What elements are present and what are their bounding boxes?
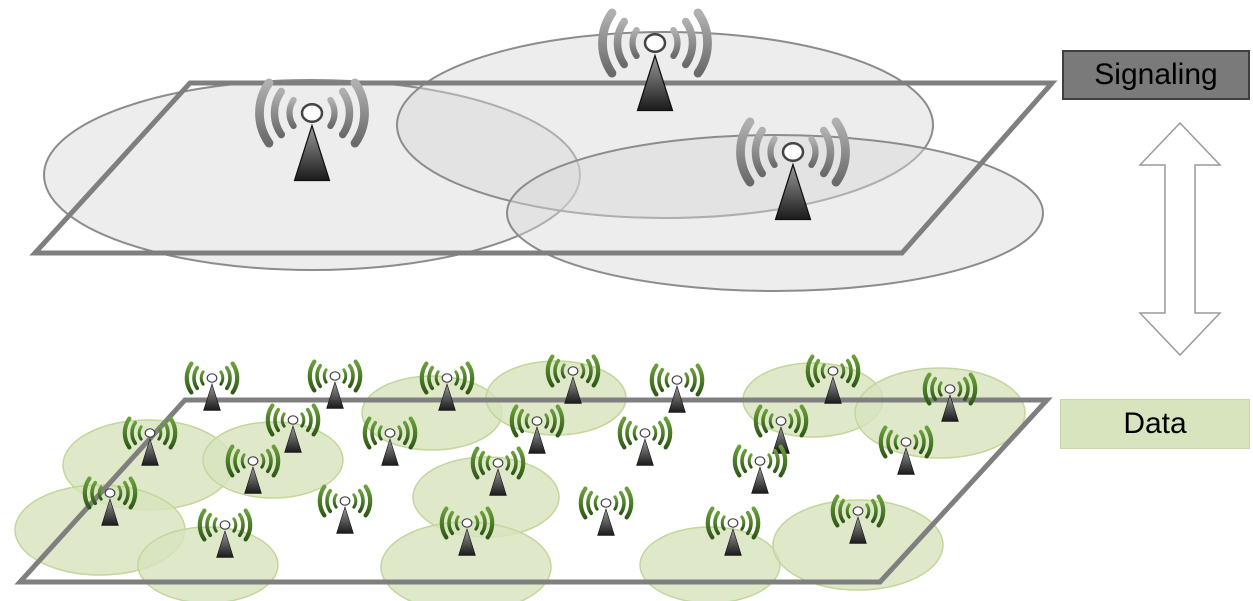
antenna-tower-icon [419,361,475,411]
antenna-tower-icon [122,416,178,466]
antenna-tower-icon [649,363,705,413]
antenna-tower-icon [922,372,978,422]
small-cell-towers [82,354,978,558]
antenna-tower-icon [830,494,886,544]
antenna-tower-icon [255,78,369,182]
signaling-label-box: Signaling [1062,50,1250,100]
small-cell-coverage-area [772,499,944,591]
antenna-tower-icon [225,444,281,494]
small-cell-plane [14,397,1053,585]
antenna-tower-icon [317,484,373,534]
macro-coverage-area [506,134,1044,292]
antenna-tower-icon [545,354,601,404]
antenna-tower-icon [598,8,712,112]
antenna-tower-icon [805,354,861,404]
macro-coverage-area [396,31,934,219]
antenna-tower-icon [470,446,526,496]
antenna-tower-icon [184,361,240,411]
antenna-tower-icon [705,506,761,556]
antenna-tower-icon [307,359,363,409]
antenna-tower-icon [82,476,138,526]
antenna-tower-icon [578,486,634,536]
small-cell-coverage-area [202,421,344,499]
antenna-tower-icon [362,416,418,466]
small-cell-coverage-area [639,526,781,601]
antenna-tower-icon [878,425,934,475]
small-cell-layer [14,354,1053,601]
antenna-tower-icon [736,117,850,221]
antenna-tower-icon [617,416,673,466]
macro-towers [255,8,850,221]
antenna-tower-icon [753,404,809,454]
antenna-tower-icon [509,404,565,454]
macro-cell-layer [29,8,1058,292]
macro-plane [29,80,1058,256]
data-label: Data [1123,407,1187,440]
antenna-tower-icon [197,508,253,558]
signaling-label: Signaling [1094,58,1218,91]
antenna-tower-icon [732,444,788,494]
antenna-tower-icon [439,506,495,556]
small-cell-coverage-areas [14,360,1026,601]
double-headed-arrow-icon [1138,121,1222,357]
data-label-box: Data [1060,399,1250,449]
antenna-tower-icon [265,403,321,453]
macro-coverage-areas [43,31,1044,292]
small-cell-coverage-area [137,526,279,601]
